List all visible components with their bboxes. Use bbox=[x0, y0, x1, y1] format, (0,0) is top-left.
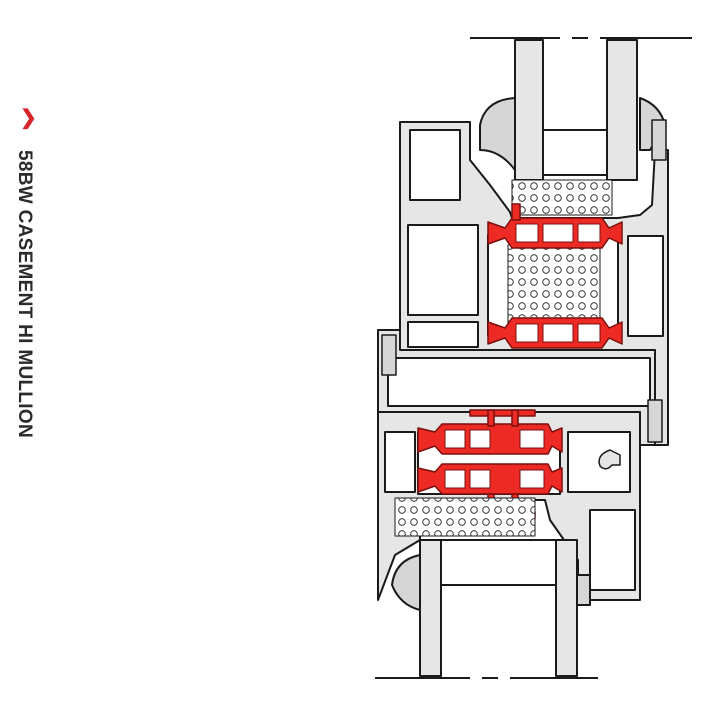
upper-glass-unit bbox=[514, 39, 638, 181]
lower-right-gasket bbox=[576, 574, 591, 606]
chevron-down-icon[interactable]: ❯ bbox=[20, 107, 37, 129]
lower-insulation-foam bbox=[394, 497, 536, 537]
upper-left-gasket bbox=[479, 97, 516, 171]
glazing-clip-c bbox=[598, 449, 621, 470]
seal-left bbox=[381, 334, 397, 376]
upper-insulation-foam bbox=[511, 179, 613, 216]
lower-left-gasket bbox=[391, 554, 421, 611]
lower-glass-unit bbox=[419, 539, 578, 677]
seal-right bbox=[647, 399, 663, 443]
section-heading[interactable]: ❯ 58BW CASEMENT HI MULLION bbox=[8, 108, 38, 558]
mullion-profile bbox=[377, 329, 656, 446]
seal-top-right bbox=[651, 119, 667, 161]
